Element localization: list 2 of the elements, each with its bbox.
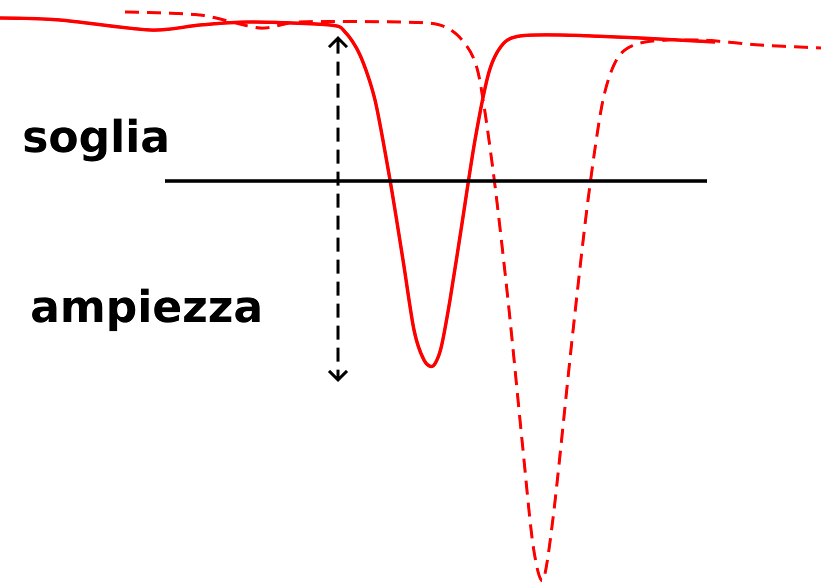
label-text: soglia <box>24 118 167 162</box>
label-text: ampiezza <box>32 288 260 332</box>
